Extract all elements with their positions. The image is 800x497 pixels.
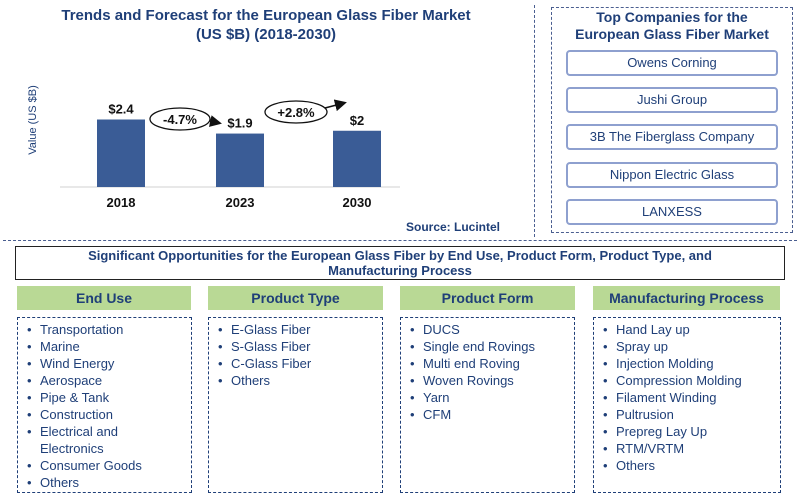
list-item: Single end Rovings — [408, 338, 568, 355]
list-item: DUCS — [408, 321, 568, 338]
product-form-list: DUCS Single end Rovings Multi end Roving… — [400, 317, 575, 493]
x-tick-label-2018: 2018 — [107, 195, 136, 210]
company-lanxess: LANXESS — [566, 199, 778, 225]
growth-label-2: +2.8% — [277, 105, 315, 120]
product-form-header: Product Form — [400, 286, 575, 310]
list-item: Injection Molding — [601, 355, 774, 372]
x-tick-label-2030: 2030 — [343, 195, 372, 210]
list-item: Others — [601, 457, 774, 474]
list-item: Aerospace — [25, 372, 185, 389]
data-label-2030: $2 — [350, 113, 364, 128]
company-jushi-group: Jushi Group — [566, 87, 778, 113]
list-item: Electrical and Electronics — [25, 423, 136, 457]
list-item: Prepreg Lay Up — [601, 423, 774, 440]
data-label-2023: $1.9 — [227, 116, 252, 131]
list-item: Spray up — [601, 338, 774, 355]
list-item: Compression Molding — [601, 372, 774, 389]
bar-2018 — [97, 119, 145, 187]
bar-chart: Value (US $B) $2.4 2018 $1.9 2023 $2 2030 -4.7%… — [27, 85, 500, 234]
company-owens-corning: Owens Corning — [566, 50, 778, 76]
opportunities-title: Significant Opportunities for the Europe… — [15, 246, 785, 280]
y-axis-label: Value (US $B) — [27, 85, 39, 155]
list-item: CFM — [408, 406, 568, 423]
list-item: Wind Energy — [25, 355, 185, 372]
list-item: C-Glass Fiber — [216, 355, 376, 372]
manufacturing-process-header: Manufacturing Process — [593, 286, 780, 310]
source-label: Source: Lucintel — [406, 220, 500, 234]
opportunities-title-line-2: Manufacturing Process — [328, 263, 472, 278]
list-item: S-Glass Fiber — [216, 338, 376, 355]
top-companies-title: Top Companies for the European Glass Fib… — [555, 9, 789, 43]
list-item: Consumer Goods — [25, 457, 185, 474]
list-item: E-Glass Fiber — [216, 321, 376, 338]
list-item: Construction — [25, 406, 185, 423]
list-item: Pipe & Tank — [25, 389, 185, 406]
x-tick-label-2023: 2023 — [226, 195, 255, 210]
list-item: Others — [216, 372, 376, 389]
bar-2023 — [216, 133, 264, 187]
list-item: Pultrusion — [601, 406, 774, 423]
bar-2030 — [333, 130, 381, 187]
end-use-header: End Use — [17, 286, 191, 310]
list-item: Multi end Roving — [408, 355, 568, 372]
growth-label-1: -4.7% — [163, 112, 197, 127]
top-companies-title-line-2: European Glass Fiber Market — [575, 26, 769, 42]
product-type-list: E-Glass Fiber S-Glass Fiber C-Glass Fibe… — [208, 317, 383, 493]
list-item: Others — [25, 474, 185, 491]
chart-title-line-2: (US $B) (2018-2030) — [195, 26, 337, 43]
panel-divider-horizontal — [3, 240, 797, 241]
list-item: Hand Lay up — [601, 321, 774, 338]
company-3b-fiberglass: 3B The Fiberglass Company — [566, 124, 778, 150]
list-item: Marine — [25, 338, 185, 355]
company-nippon-electric-glass: Nippon Electric Glass — [566, 162, 778, 188]
growth-ellipse-2 — [264, 100, 328, 124]
list-item: RTM/VRTM — [601, 440, 774, 457]
growth-arrow-1 — [208, 115, 222, 127]
manufacturing-process-list: Hand Lay up Spray up Injection Molding C… — [593, 317, 781, 493]
chart-title: Trends and Forecast for the European Gla… — [22, 6, 510, 44]
top-companies-title-line-1: Top Companies for the — [596, 9, 748, 25]
growth-arrow-2 — [324, 99, 347, 112]
list-item: Transportation — [25, 321, 185, 338]
list-item: Filament Winding — [601, 389, 774, 406]
opportunities-title-line-1: Significant Opportunities for the Europe… — [88, 248, 712, 263]
product-type-header: Product Type — [208, 286, 383, 310]
end-use-list: Transportation Marine Wind Energy Aerosp… — [17, 317, 192, 493]
list-item: Woven Rovings — [408, 372, 568, 389]
chart-title-line-1: Trends and Forecast for the European Gla… — [61, 7, 471, 24]
panel-divider-vertical — [534, 5, 535, 237]
list-item: Yarn — [408, 389, 568, 406]
top-companies-panel: Top Companies for the European Glass Fib… — [551, 7, 793, 233]
data-label-2018: $2.4 — [108, 102, 134, 117]
